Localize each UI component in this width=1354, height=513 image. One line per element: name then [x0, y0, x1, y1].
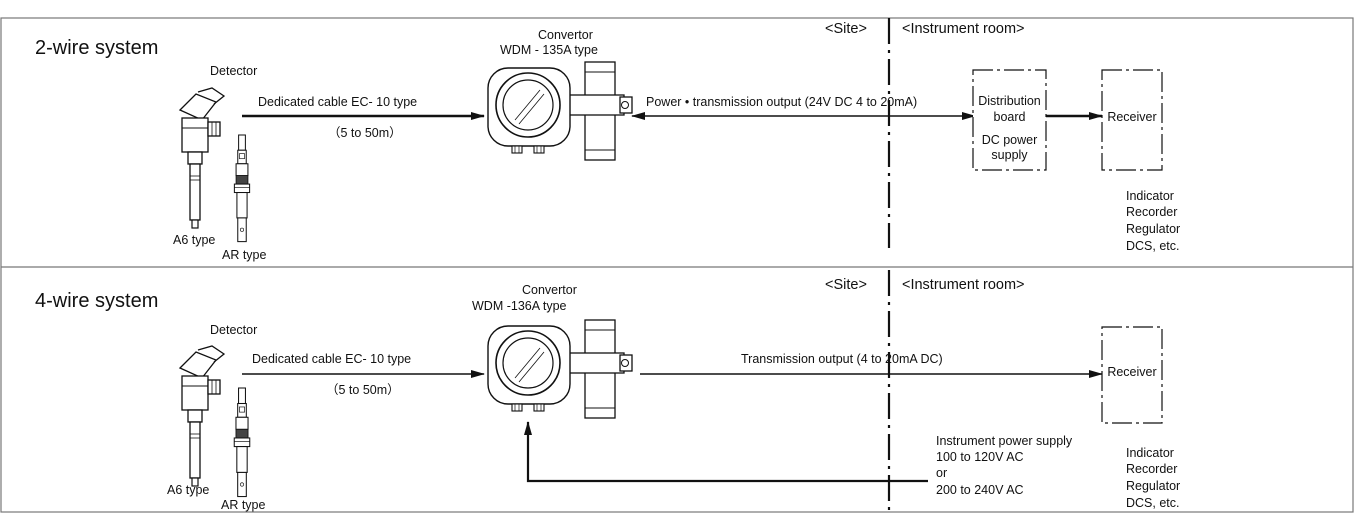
receiver-type-1: Indicator — [1126, 446, 1174, 460]
cable-length: （5 to 50m） — [328, 126, 402, 140]
power-supply-line3: or — [936, 466, 947, 480]
cable-label: Dedicated cable EC- 10 type — [252, 352, 411, 366]
distribution-board-box — [972, 69, 1047, 171]
cable-label: Dedicated cable EC- 10 type — [258, 95, 417, 109]
receiver-type-3: Regulator — [1126, 222, 1180, 236]
a6-type-label: A6 type — [173, 233, 215, 247]
a6-sensor-icon — [179, 87, 225, 229]
receiver-type-2: Recorder — [1126, 462, 1177, 476]
a6-sensor-icon — [179, 345, 225, 487]
distribution-board-line1: Distribution — [978, 94, 1041, 108]
ar-sensor-icon — [233, 387, 251, 498]
convertor-name: Convertor — [538, 28, 593, 42]
convertor-model: WDM - 135A type — [500, 43, 598, 57]
ar-type-label: AR type — [222, 248, 267, 262]
detector-label: Detector — [210, 64, 257, 78]
instrument-room-label: <Instrument room> — [902, 21, 1025, 37]
site-label: <Site> — [825, 277, 867, 293]
convertor-wdm136a-icon — [487, 319, 633, 419]
panel-title: 4-wire system — [35, 290, 158, 312]
distribution-board-line2: board — [994, 110, 1026, 124]
panel-2-wire: 2-wire system Detector A6 type AR type D… — [35, 18, 1180, 262]
ar-type-label: AR type — [221, 498, 266, 512]
detector-label: Detector — [210, 323, 257, 337]
diagram-frame — [0, 17, 1354, 513]
convertor-name: Convertor — [522, 283, 577, 297]
receiver-type-1: Indicator — [1126, 189, 1174, 203]
distribution-board-line4: supply — [991, 148, 1028, 162]
ar-sensor-icon — [233, 134, 251, 243]
panel-4-wire: 4-wire system Detector A6 type AR type D… — [35, 270, 1180, 512]
power-supply-line2: 100 to 120V AC — [936, 450, 1024, 464]
a6-type-label: A6 type — [167, 483, 209, 497]
receiver-label: Receiver — [1107, 365, 1156, 379]
instrument-room-label: <Instrument room> — [902, 277, 1025, 293]
site-label: <Site> — [825, 21, 867, 37]
power-supply-line4: 200 to 240V AC — [936, 483, 1024, 497]
receiver-type-4: DCS, etc. — [1126, 239, 1180, 253]
panel-title: 2-wire system — [35, 37, 158, 59]
power-transmission-label: Power • transmission output (24V DC 4 to… — [646, 95, 917, 109]
receiver-label: Receiver — [1107, 110, 1156, 124]
power-supply-line1: Instrument power supply — [936, 434, 1073, 448]
receiver-type-4: DCS, etc. — [1126, 496, 1180, 510]
receiver-type-2: Recorder — [1126, 205, 1177, 219]
instrument-power-arrow — [524, 421, 928, 483]
cable-length: （5 to 50m） — [326, 383, 400, 397]
receiver-type-3: Regulator — [1126, 479, 1180, 493]
convertor-model: WDM -136A type — [472, 299, 567, 313]
distribution-board-line3: DC power — [982, 133, 1038, 147]
receiver-box — [1101, 326, 1163, 424]
transmission-output-label: Transmission output (4 to 20mA DC) — [741, 352, 943, 366]
receiver-box — [1101, 69, 1163, 171]
convertor-wdm135a-icon — [487, 61, 633, 161]
